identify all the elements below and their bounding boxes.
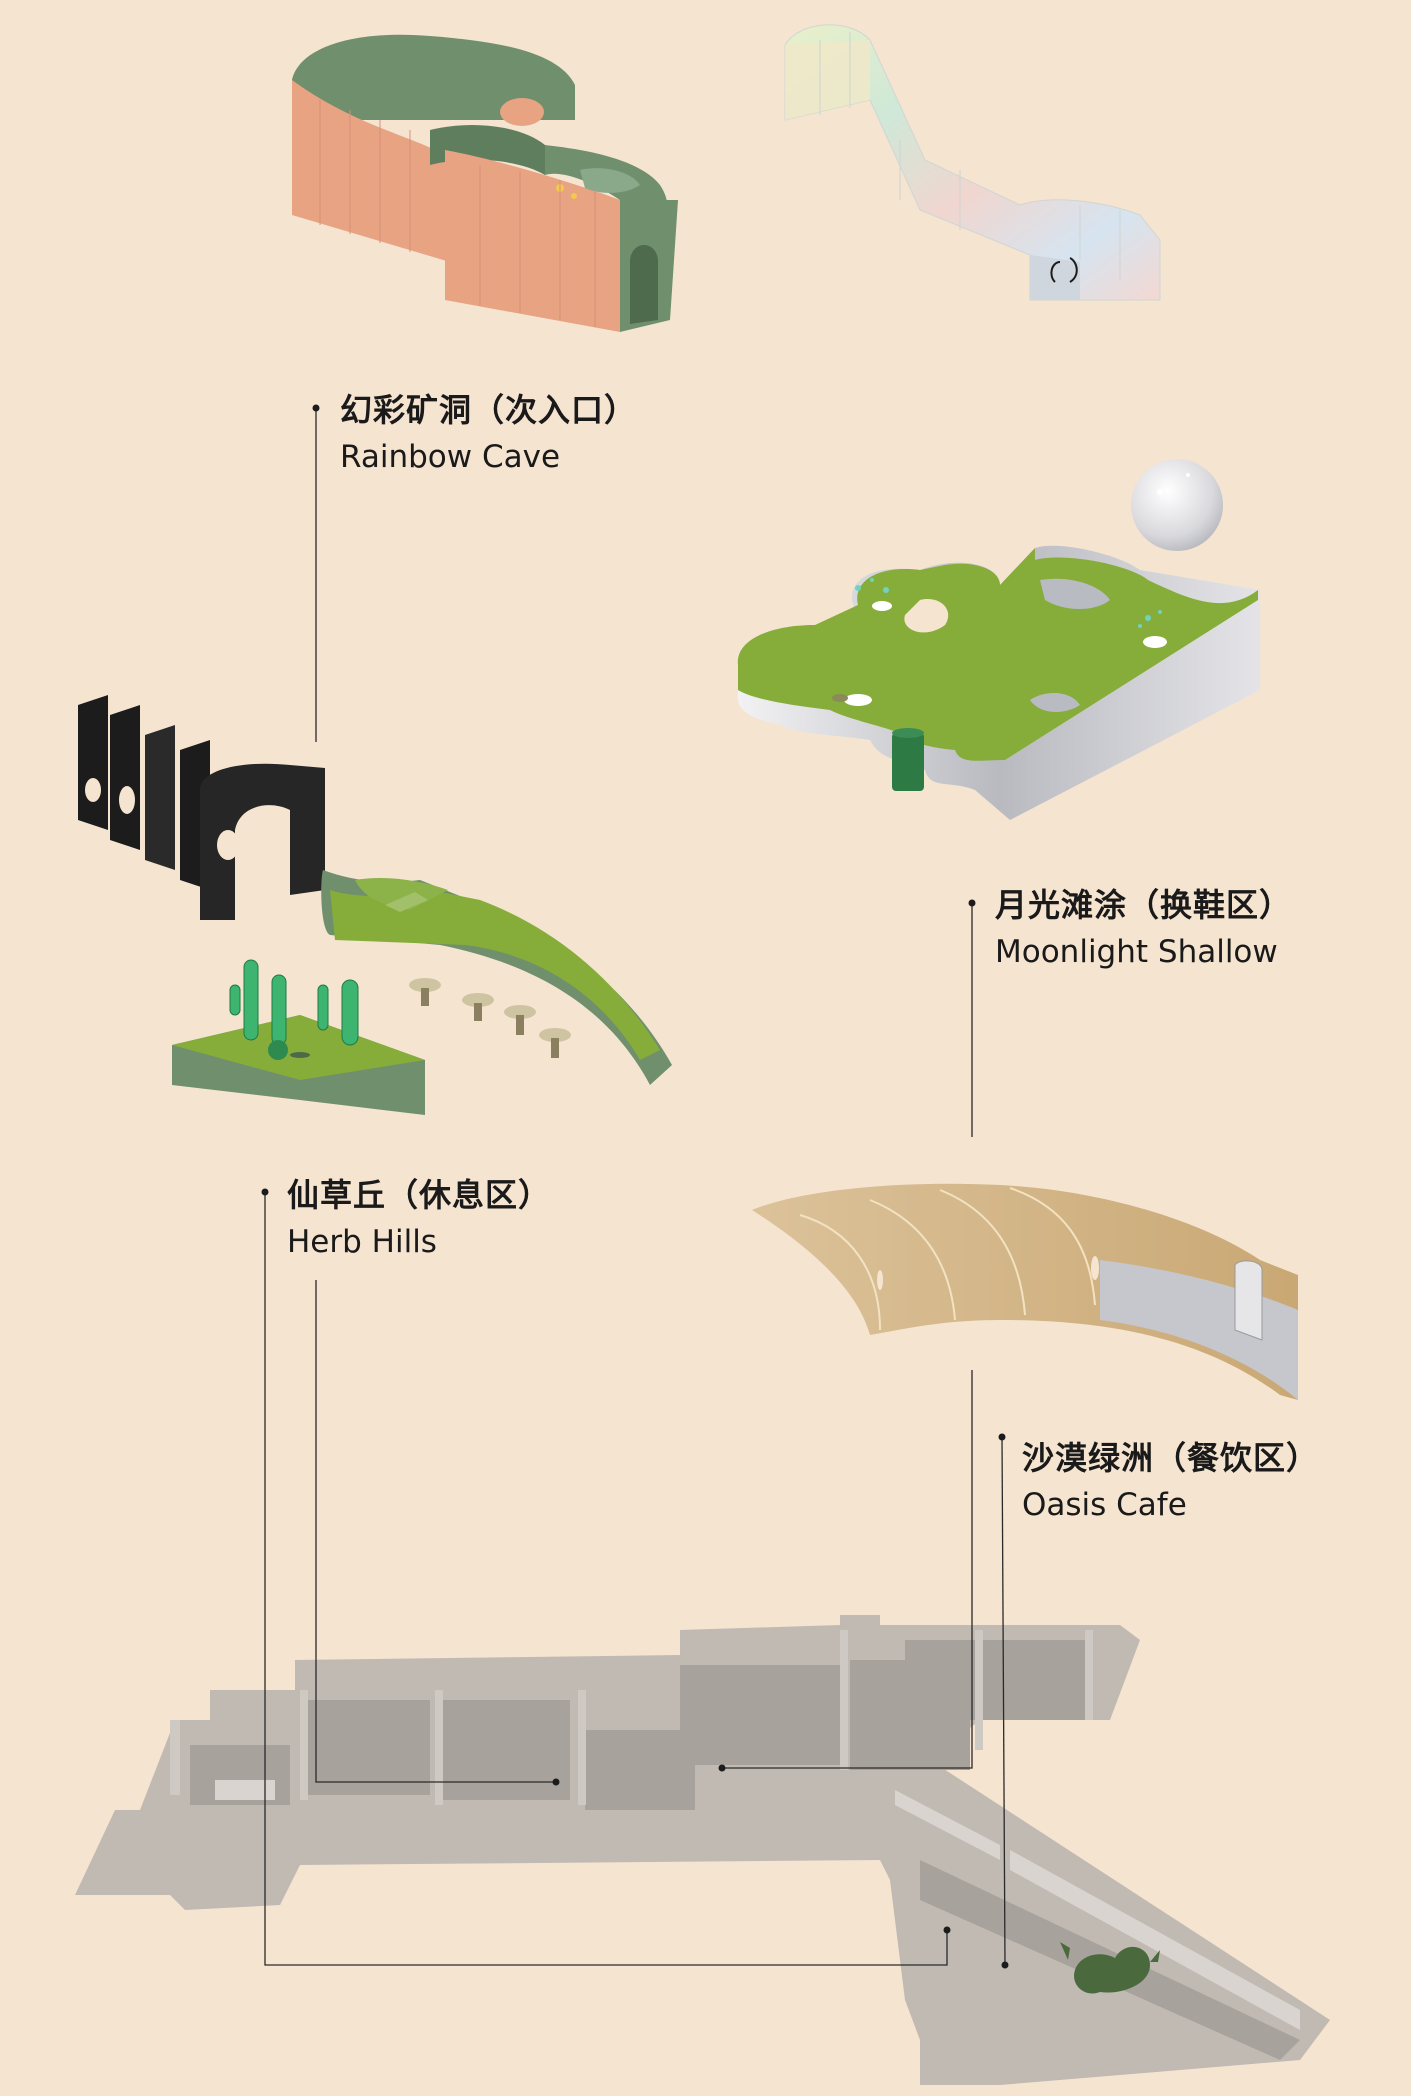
moonlight-shallow-zh: 月光滩涂（换鞋区） [995,886,1293,924]
rainbow-tunnel-model [784,24,1161,301]
herb-hills-model [78,695,672,1115]
rainbow-cave-en: Rainbow Cave [340,439,561,475]
herb-hills-en: Herb Hills [287,1224,437,1260]
oasis-cafe-model [752,1183,1298,1400]
herb-hills-zh: 仙草丘（休息区） [287,1176,552,1214]
rainbow-cave-model [292,34,678,332]
moonlight-shallow-en: Moonlight Shallow [995,934,1278,970]
leader-dots [261,404,1009,1969]
label-rainbow-cave: 幻彩矿洞（次入口） Rainbow Cave [340,385,637,475]
label-herb-hills: 仙草丘（休息区） Herb Hills [287,1170,551,1260]
label-oasis-cafe: 沙漠绿洲（餐饮区） Oasis Cafe [1022,1433,1319,1523]
floor-plan-model [75,1615,1330,2085]
label-moonlight-shallow: 月光滩涂（换鞋区） Moonlight Shallow [995,880,1292,970]
moonlight-shallow-model [737,459,1260,820]
oasis-cafe-zh: 沙漠绿洲（餐饮区） [1022,1439,1320,1477]
oasis-cafe-en: Oasis Cafe [1022,1487,1187,1523]
leader-lines [264,408,1006,1966]
rainbow-cave-zh: 幻彩矿洞（次入口） [340,391,638,429]
